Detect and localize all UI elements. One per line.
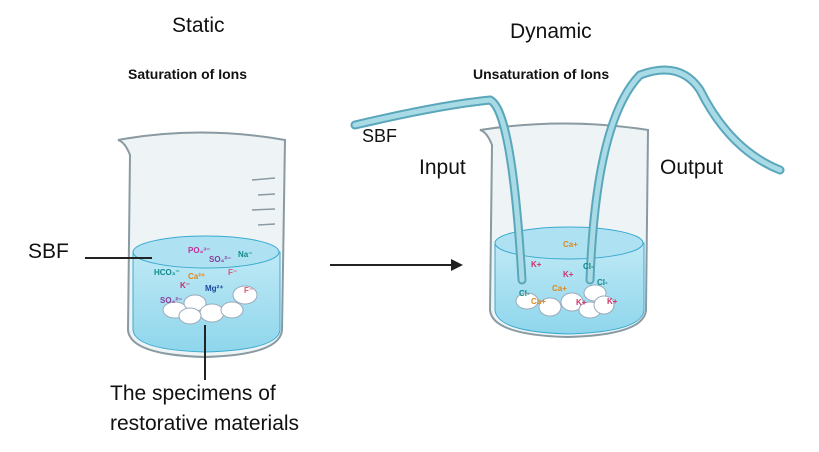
ion-label: HCO₃⁻ <box>154 268 180 277</box>
static-beaker <box>117 131 287 359</box>
specimens-label-line2: restorative materials <box>110 412 300 435</box>
ion-label: Mg²⁺ <box>205 284 224 293</box>
ion-label: K⁻ <box>180 281 190 290</box>
sbf-label-static: SBF <box>28 240 69 263</box>
dynamic-title: Dynamic <box>510 20 592 43</box>
specimens-label-line1: The specimens of <box>110 382 276 405</box>
ion-label: Cl- <box>583 262 594 271</box>
ion-label: K+ <box>607 297 618 306</box>
ion-label: PO₄³⁻ <box>188 246 211 255</box>
dynamic-beaker <box>479 122 650 339</box>
ion-label: Ca+ <box>552 284 567 293</box>
ion-label: Na⁻ <box>238 250 253 259</box>
ion-label: K+ <box>531 260 542 269</box>
specimens <box>162 285 258 325</box>
output-label: Output <box>660 156 724 179</box>
sbf-label-dynamic: SBF <box>362 126 398 146</box>
ion-label: SO₄²⁻ <box>160 296 183 305</box>
static-title: Static <box>172 14 225 37</box>
ion-label: F⁻ <box>228 268 238 277</box>
ion-label: Cl- <box>519 289 530 298</box>
ion-label: Ca+ <box>531 297 546 306</box>
input-label: Input <box>419 156 466 179</box>
ion-label: F⁻ <box>244 286 254 295</box>
ion-label: K+ <box>563 270 574 279</box>
ion-label: Ca+ <box>563 240 578 249</box>
ion-label: K+ <box>576 298 587 307</box>
ion-label: Cl- <box>597 278 608 287</box>
arrow-icon <box>330 259 463 271</box>
ion-label: Ca²⁺ <box>188 272 206 281</box>
sbf-tubes <box>350 65 785 285</box>
specimens <box>515 284 615 319</box>
dynamic-subtitle: Unsaturation of Ions <box>473 66 610 82</box>
static-subtitle: Saturation of Ions <box>128 66 247 82</box>
ion-label: SO₄²⁻ <box>209 255 232 264</box>
